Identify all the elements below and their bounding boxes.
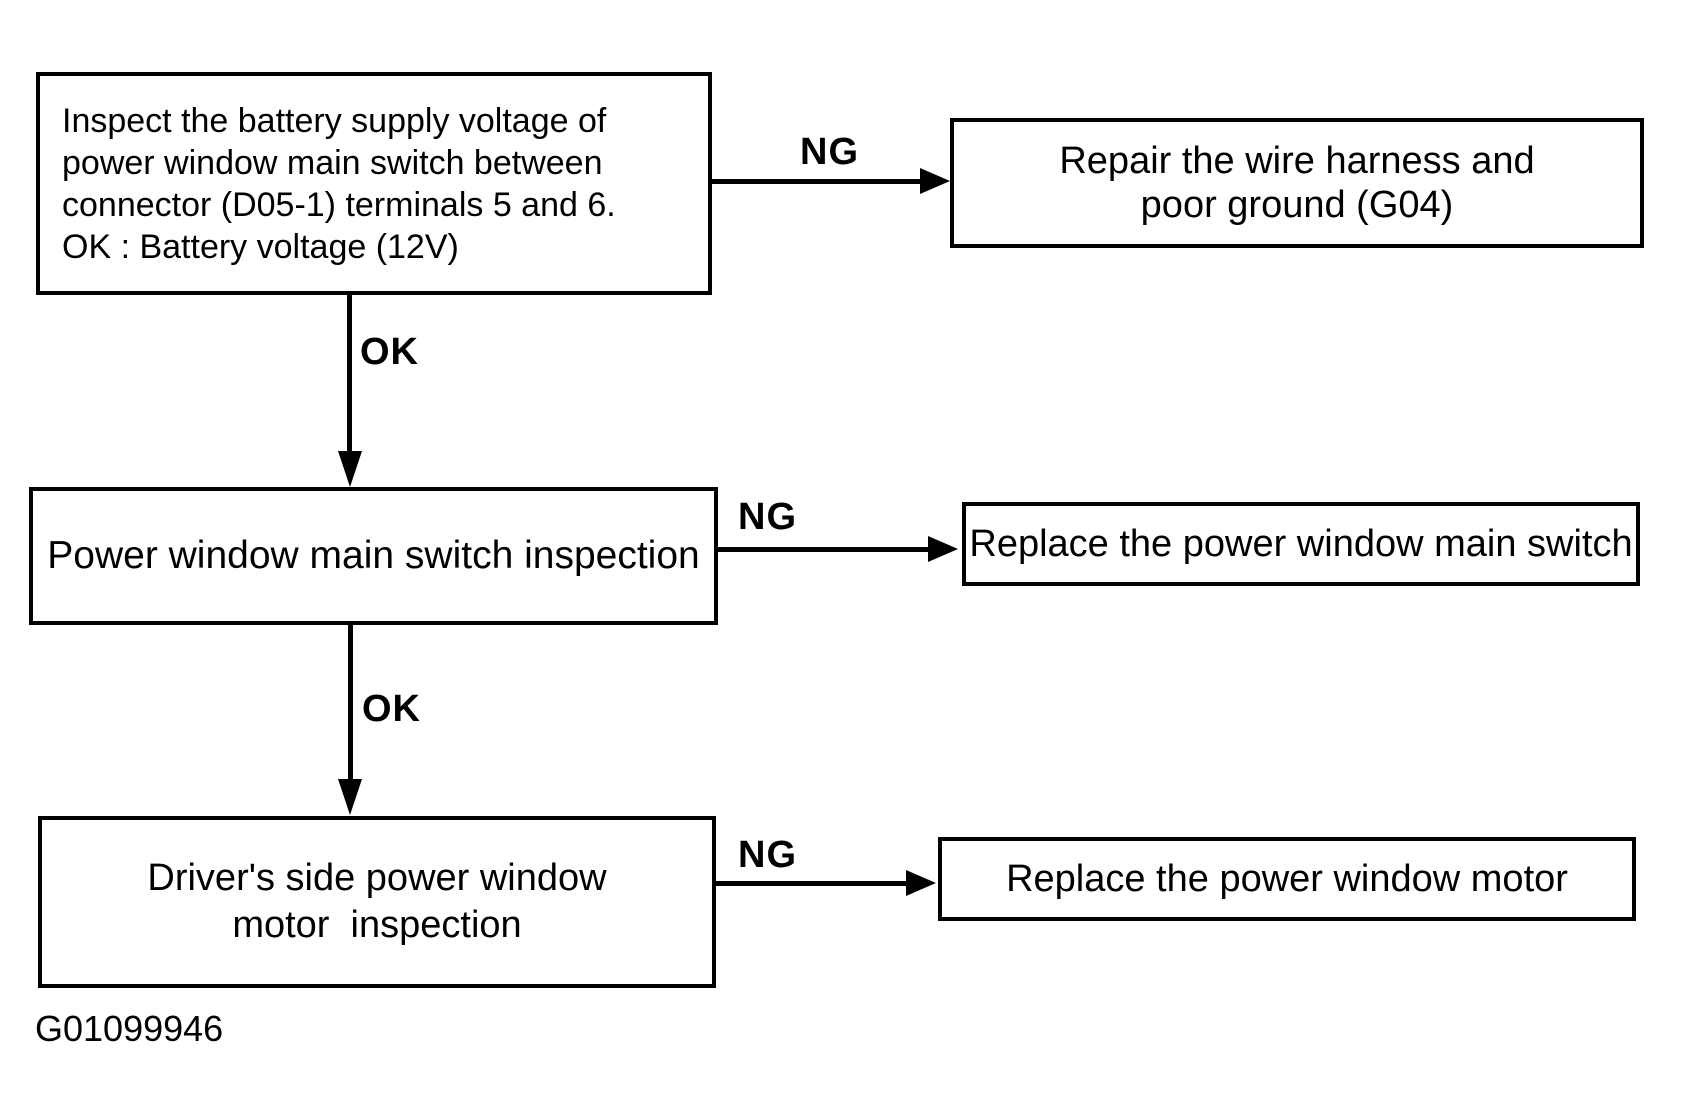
step1-box: Inspect the battery supply voltage of po… bbox=[36, 72, 712, 295]
step1-text-line: Inspect the battery supply voltage of bbox=[62, 101, 607, 140]
result1-text-line: Repair the wire harness and bbox=[1059, 140, 1535, 182]
ng1-label: NG bbox=[800, 131, 859, 173]
ng1-arrowhead-icon bbox=[920, 168, 950, 194]
result1-text-line: poor ground (G04) bbox=[1140, 184, 1454, 226]
ok2-arrowhead-icon bbox=[338, 779, 362, 815]
ok1-arrow-shaft bbox=[347, 295, 352, 453]
step1-text-line: connector (D05-1) terminals 5 and 6. bbox=[62, 185, 616, 224]
ng2-arrow-shaft bbox=[718, 547, 930, 552]
ng3-label: NG bbox=[738, 834, 797, 876]
step3-text-line: Driver's side power window bbox=[147, 857, 607, 899]
step3-box: Driver's side power window motor inspect… bbox=[38, 816, 716, 988]
ok1-label: OK bbox=[360, 331, 419, 373]
ng2-label: NG bbox=[738, 496, 797, 538]
ng1-arrow-shaft bbox=[712, 179, 922, 184]
step1-text-line: power window main switch between bbox=[62, 143, 603, 182]
result2-box: Replace the power window main switch bbox=[962, 502, 1640, 586]
ok2-arrow-shaft bbox=[348, 625, 353, 780]
ng3-arrowhead-icon bbox=[906, 870, 936, 896]
result3-text: Replace the power window motor bbox=[1006, 857, 1568, 900]
step2-text: Power window main switch inspection bbox=[47, 534, 700, 577]
result2-text: Replace the power window main switch bbox=[969, 522, 1633, 565]
result3-box: Replace the power window motor bbox=[938, 837, 1636, 921]
ng2-arrowhead-icon bbox=[928, 536, 958, 562]
step3-text-line: motor inspection bbox=[232, 904, 522, 946]
ng3-arrow-shaft bbox=[716, 881, 908, 886]
ok2-label: OK bbox=[362, 688, 421, 730]
step1-text-line: OK : Battery voltage (12V) bbox=[62, 227, 459, 266]
figure-id-label: G01099946 bbox=[35, 1008, 224, 1049]
step2-box: Power window main switch inspection bbox=[29, 487, 718, 625]
ok1-arrowhead-icon bbox=[338, 451, 362, 487]
result1-box: Repair the wire harness and poor ground … bbox=[950, 118, 1644, 248]
